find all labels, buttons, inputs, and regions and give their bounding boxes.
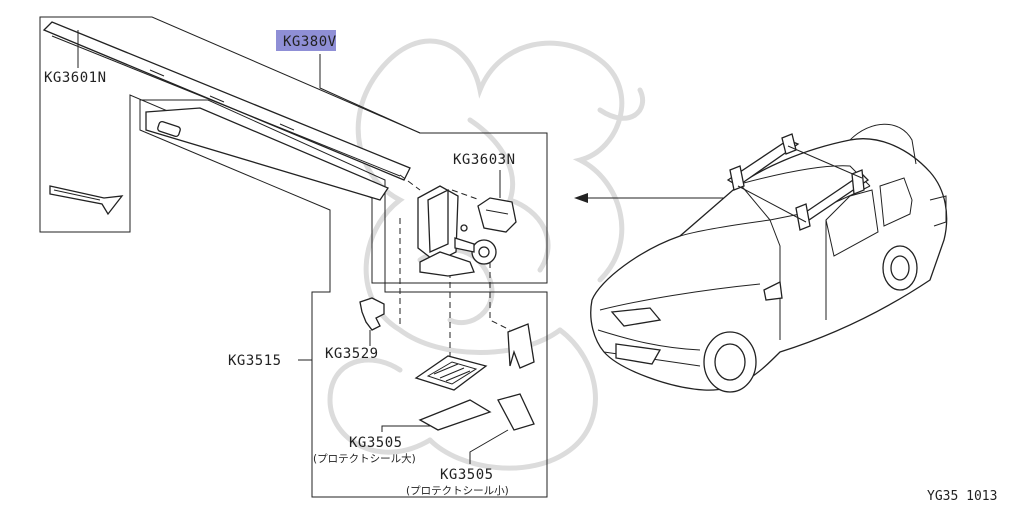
roof-rail-marks bbox=[149, 69, 295, 131]
label-kg3505-large: KG3505 bbox=[349, 435, 403, 451]
roof-foot-assembly bbox=[417, 185, 497, 277]
leader-kg3505-small bbox=[469, 429, 509, 464]
assembly-line-1 bbox=[399, 174, 421, 191]
protect-seal-large bbox=[418, 399, 492, 431]
assembly-line-4 bbox=[489, 262, 511, 331]
label-kg3601n: KG3601N bbox=[44, 70, 107, 86]
hex-wrench bbox=[49, 185, 124, 216]
car-illustration bbox=[590, 123, 948, 393]
hex-wrench-edge bbox=[53, 189, 101, 201]
roof-rack bbox=[726, 133, 870, 231]
arrow-head-icon bbox=[574, 193, 588, 203]
leader-kg3801v bbox=[319, 54, 421, 134]
small-bracket bbox=[507, 323, 535, 369]
end-cap bbox=[477, 197, 517, 233]
roof-rail-edge bbox=[51, 35, 401, 177]
strip-slot bbox=[157, 120, 181, 138]
protect-seal-small bbox=[497, 393, 535, 431]
rail-kit-box bbox=[39, 16, 548, 284]
label-kg3515: KG3515 bbox=[228, 353, 282, 369]
label-kg3801v: KG380V bbox=[283, 34, 337, 50]
attachment-strip bbox=[145, 107, 389, 201]
assembly-line-5 bbox=[451, 189, 481, 201]
label-kg3505-small: KG3505 bbox=[440, 467, 494, 483]
label-kg3529: KG3529 bbox=[325, 346, 379, 362]
end-cap-edge bbox=[485, 209, 509, 215]
clip bbox=[359, 297, 385, 331]
diagram-code: YG35 1013 bbox=[927, 489, 997, 504]
leader-kg3505-large bbox=[381, 425, 430, 432]
roof-rail-strip bbox=[42, 21, 411, 181]
label-highlight bbox=[276, 30, 336, 51]
label-kg3505-large-note: (プロテクトシール大) bbox=[313, 452, 416, 465]
label-kg3505-small-note: (プロテクトシール小) bbox=[406, 485, 509, 497]
label-kg3603n: KG3603N bbox=[453, 152, 516, 168]
attachment-kit-box bbox=[139, 99, 548, 498]
rubber-pad bbox=[414, 355, 488, 391]
